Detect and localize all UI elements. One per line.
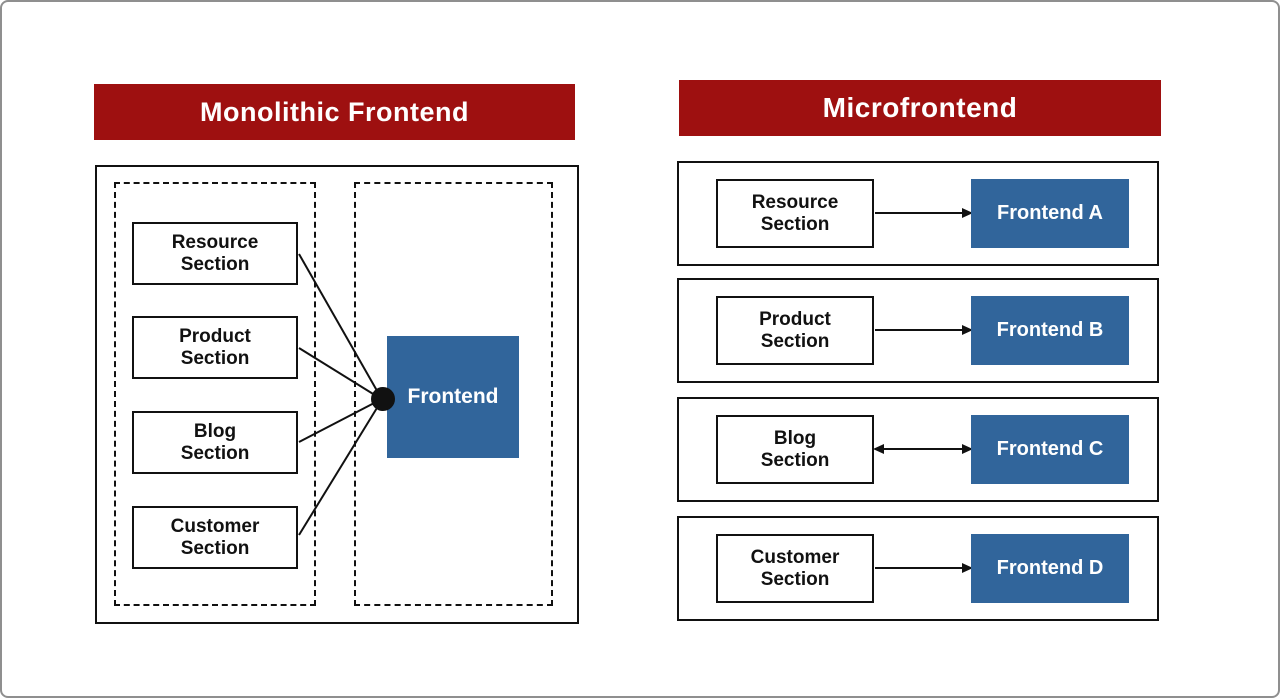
micro-blog-section-box: Blog Section [716,415,874,484]
section-label-line: Product [179,325,251,347]
arrow-right-icon [875,563,973,573]
section-label-line: Blog [193,420,237,442]
section-label-line: Section [760,449,830,471]
microfrontend-row-customer: Customer Section Frontend D [677,516,1159,621]
frontend-c-box: Frontend C [971,415,1129,484]
frontend-label: Frontend C [996,438,1104,460]
section-label-line: Resource [171,231,259,253]
section-label-line: Section [760,213,830,235]
arrow-bidirectional-icon [873,444,973,454]
arrow-right-icon [875,325,973,335]
frontend-a-box: Frontend A [971,179,1129,248]
monolithic-customer-section-box: Customer Section [132,506,298,569]
section-label-line: Section [180,347,250,369]
monolithic-frontend-box: Frontend [387,336,519,458]
frontend-label: Frontend A [997,202,1103,224]
section-label-line: Section [760,330,830,352]
section-label-line: Section [760,568,830,590]
micro-customer-section-box: Customer Section [716,534,874,603]
section-label-line: Customer [750,546,840,568]
monolithic-resource-section-box: Resource Section [132,222,298,285]
monolithic-product-section-box: Product Section [132,316,298,379]
section-label-line: Section [180,253,250,275]
section-label-line: Customer [170,515,260,537]
section-label-line: Section [180,442,250,464]
monolithic-frontend-label: Frontend [407,385,499,408]
section-label-line: Section [180,537,250,559]
microfrontend-row-resource: Resource Section Frontend A [677,161,1159,266]
microfrontend-title: Microfrontend [822,92,1018,123]
micro-resource-section-box: Resource Section [716,179,874,248]
arrow-right-icon [875,208,973,218]
section-label-line: Resource [751,191,839,213]
frontend-b-box: Frontend B [971,296,1129,365]
frontend-label: Frontend D [996,557,1104,579]
monolithic-blog-section-box: Blog Section [132,411,298,474]
frontend-d-box: Frontend D [971,534,1129,603]
frontend-label: Frontend B [996,319,1104,341]
microfrontend-row-blog: Blog Section Frontend C [677,397,1159,502]
micro-product-section-box: Product Section [716,296,874,365]
microfrontend-title-banner: Microfrontend [679,80,1161,136]
section-label-line: Product [759,308,831,330]
monolithic-title: Monolithic Frontend [200,96,469,127]
microfrontend-row-product: Product Section Frontend B [677,278,1159,383]
monolithic-title-banner: Monolithic Frontend [94,84,575,140]
section-label-line: Blog [773,427,817,449]
